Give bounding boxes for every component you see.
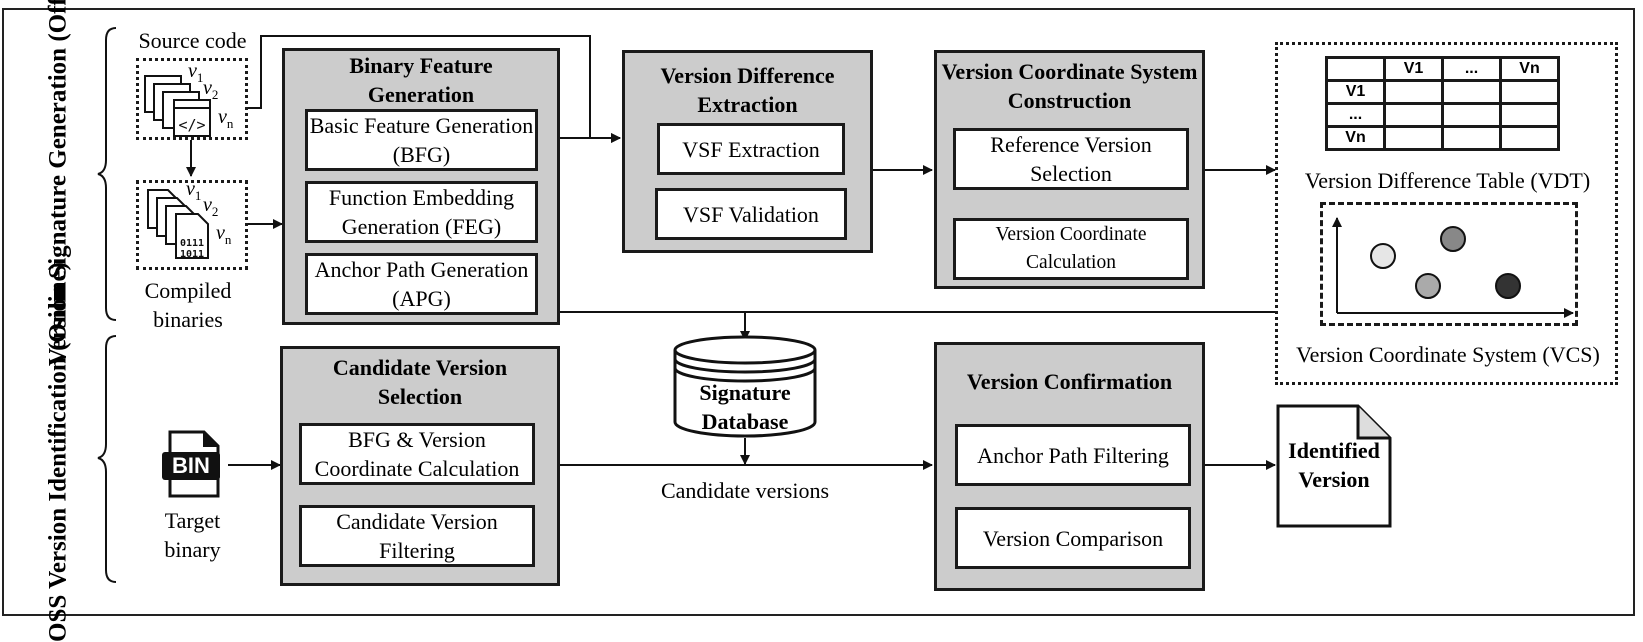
binary-feature-generation-box: Binary Feature Generation Basic Feature … bbox=[282, 48, 560, 325]
confirm-item-anchor: Anchor Path Filtering bbox=[955, 424, 1191, 486]
online-section-label: OSS Version Identification (Online) bbox=[44, 262, 72, 642]
vcs-point bbox=[1370, 243, 1396, 269]
vdt-cell bbox=[1383, 102, 1444, 128]
candidate-versions-label: Candidate versions bbox=[660, 478, 830, 503]
vdt-caption: Version Difference Table (VDT) bbox=[1304, 168, 1591, 193]
candidate-item-bfg: BFG & Version Coordinate Calculation bbox=[299, 423, 535, 485]
vde-item-extraction: VSF Extraction bbox=[657, 123, 845, 175]
confirm-box-title: Version Confirmation bbox=[966, 369, 1173, 394]
version-confirmation-box: Version Confirmation Anchor Path Filteri… bbox=[934, 342, 1205, 591]
version-difference-table: V1 ... Vn V1 ... Vn bbox=[1325, 56, 1560, 151]
offline-brace bbox=[97, 27, 117, 321]
candidate-version-selection-box: Candidate Version Selection BFG & Versio… bbox=[280, 346, 560, 586]
vdt-cell bbox=[1441, 79, 1502, 105]
version-mark-vn: vn bbox=[218, 106, 234, 131]
vdt-row-label: ... bbox=[1325, 102, 1386, 128]
vde-box-title: Version Difference Extraction bbox=[660, 63, 835, 117]
vdt-cell bbox=[1383, 125, 1444, 151]
binary-version-mark-vn: vn bbox=[216, 222, 232, 247]
binary-version-mark-v1: v1 bbox=[186, 178, 202, 203]
vdt-header-cell: ... bbox=[1441, 56, 1502, 82]
signature-output-panel bbox=[1275, 42, 1618, 385]
vdt-row-label: Vn bbox=[1325, 125, 1386, 151]
signature-database: Signature Database bbox=[675, 346, 815, 438]
vcs-caption: Version Coordinate System (VCS) bbox=[1296, 342, 1600, 367]
version-mark-v2: v2 bbox=[203, 77, 219, 102]
vdt-cell bbox=[1441, 125, 1502, 151]
bfg-item-function-embedding: Function Embedding Generation (FEG) bbox=[305, 181, 538, 243]
bin-file-icon bbox=[162, 430, 220, 498]
version-difference-extraction-box: Version Difference Extraction VSF Extrac… bbox=[622, 50, 873, 253]
svg-text:</>: </> bbox=[178, 116, 205, 134]
vcs-point bbox=[1495, 273, 1521, 299]
confirm-item-comparison: Version Comparison bbox=[955, 507, 1191, 569]
svg-text:0111: 0111 bbox=[180, 238, 204, 249]
signature-database-label: Signature Database bbox=[699, 380, 791, 434]
vcs-box-title: Version Coordinate System Construction bbox=[941, 59, 1198, 113]
vdt-cell bbox=[1499, 102, 1560, 128]
bfg-box-title: Binary Feature Generation bbox=[349, 53, 493, 107]
binary-files-icon: 0111 1011 bbox=[147, 189, 209, 260]
vdt-cell bbox=[1441, 102, 1502, 128]
identified-version-doc bbox=[1276, 404, 1392, 528]
candidate-box-title: Candidate Version Selection bbox=[332, 355, 508, 409]
candidate-item-filtering: Candidate Version Filtering bbox=[299, 505, 535, 567]
vcs-point bbox=[1415, 273, 1441, 299]
target-binary-label: Target binary bbox=[164, 508, 221, 562]
vcs-plot-axes bbox=[1332, 217, 1574, 318]
vcs-point bbox=[1440, 226, 1466, 252]
connector-layer: </> 0111 1011 BIN bbox=[97, 27, 1574, 583]
vcs-plot-box bbox=[1320, 202, 1578, 326]
bfg-item-anchor-path: Anchor Path Generation (APG) bbox=[305, 253, 538, 315]
bin-icon-text: BIN bbox=[172, 453, 210, 478]
binary-version-mark-v2: v2 bbox=[203, 194, 219, 219]
svg-text:1011: 1011 bbox=[180, 249, 204, 260]
compiled-binaries-group bbox=[136, 180, 248, 270]
identified-version-label: Identified Version bbox=[1288, 438, 1380, 492]
vdt-row-label: V1 bbox=[1325, 79, 1386, 105]
database-cylinder bbox=[673, 335, 817, 438]
version-mark-v1: v1 bbox=[188, 60, 204, 85]
compiled-binaries-label: Compiled binaries bbox=[144, 278, 232, 332]
source-code-icon: </> bbox=[144, 75, 211, 137]
bfg-item-basic: Basic Feature Generation (BFG) bbox=[305, 109, 538, 171]
vde-item-validation: VSF Validation bbox=[655, 188, 847, 240]
vdt-cell bbox=[1499, 125, 1560, 151]
source-code-group bbox=[136, 58, 248, 140]
vdt-header-cell bbox=[1325, 56, 1386, 82]
vdt-cell bbox=[1383, 79, 1444, 105]
vdt-cell bbox=[1499, 79, 1560, 105]
vcs-item-coordinate: Version Coordinate Calculation bbox=[953, 218, 1189, 280]
diagram-frame bbox=[2, 8, 1635, 616]
source-code-label: Source code bbox=[138, 28, 247, 53]
version-coordinate-system-box: Version Coordinate System Construction R… bbox=[934, 50, 1205, 289]
identified-version-output: Identified Version bbox=[1278, 406, 1390, 526]
vcs-item-reference: Reference Version Selection bbox=[953, 128, 1189, 190]
vdt-header-cell: V1 bbox=[1383, 56, 1444, 82]
vdt-header-cell: Vn bbox=[1499, 56, 1560, 82]
online-brace bbox=[97, 335, 117, 583]
